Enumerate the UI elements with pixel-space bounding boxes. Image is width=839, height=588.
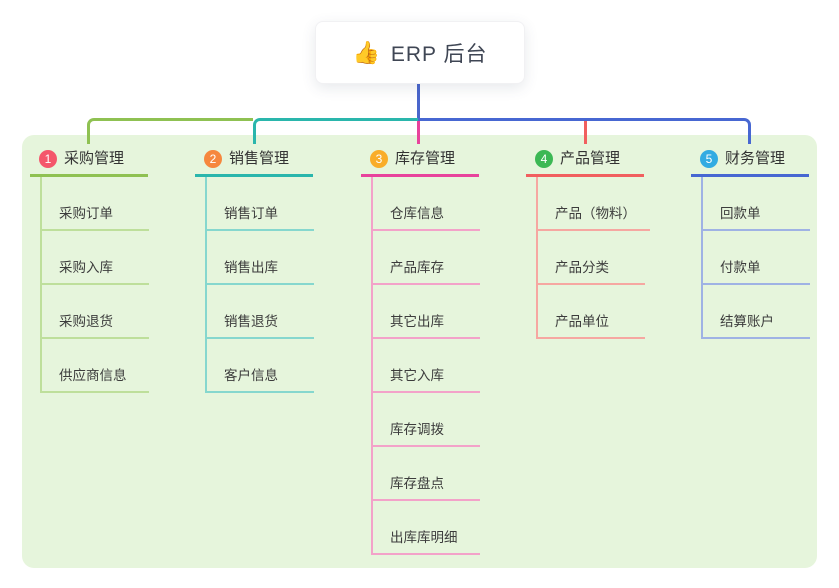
branch-product-header[interactable]: 4 产品管理 bbox=[526, 149, 644, 177]
connector-branch-5 bbox=[418, 118, 751, 144]
node-product-material[interactable]: 产品（物料） bbox=[538, 177, 650, 231]
node-purchase-order[interactable]: 采购订单 bbox=[42, 177, 149, 231]
branch-product-items: 产品（物料） 产品分类 产品单位 bbox=[536, 177, 650, 339]
connector-branch-1 bbox=[87, 118, 253, 144]
branch-finance-items: 回款单 付款单 结算账户 bbox=[701, 177, 810, 339]
node-supplier-info[interactable]: 供应商信息 bbox=[42, 339, 149, 393]
branch-sales: 2 销售管理 销售订单 销售出库 销售退货 客户信息 bbox=[195, 149, 314, 393]
node-purchase-return[interactable]: 采购退货 bbox=[42, 285, 149, 339]
node-sales-outbound[interactable]: 销售出库 bbox=[207, 231, 314, 285]
badge-3-icon: 3 bbox=[370, 150, 388, 168]
badge-1-icon: 1 bbox=[39, 150, 57, 168]
branch-inventory-items: 仓库信息 产品库存 其它出库 其它入库 库存调拨 库存盘点 出库库明细 bbox=[371, 177, 480, 555]
node-payment-bill[interactable]: 付款单 bbox=[703, 231, 810, 285]
node-product-category[interactable]: 产品分类 bbox=[538, 231, 645, 285]
node-other-inbound[interactable]: 其它入库 bbox=[373, 339, 480, 393]
connector-branch-3 bbox=[417, 121, 420, 144]
branch-sales-header[interactable]: 2 销售管理 bbox=[195, 149, 313, 177]
connector-branch-2 bbox=[253, 118, 418, 144]
connector-branch-4 bbox=[584, 121, 587, 144]
node-product-stock[interactable]: 产品库存 bbox=[373, 231, 480, 285]
branch-purchase-items: 采购订单 采购入库 采购退货 供应商信息 bbox=[40, 177, 149, 393]
branch-purchase-label: 采购管理 bbox=[64, 150, 125, 167]
node-stock-transfer[interactable]: 库存调拨 bbox=[373, 393, 480, 447]
branch-finance-header[interactable]: 5 财务管理 bbox=[691, 149, 809, 177]
branch-finance: 5 财务管理 回款单 付款单 结算账户 bbox=[691, 149, 810, 339]
node-sales-order[interactable]: 销售订单 bbox=[207, 177, 314, 231]
node-stock-check[interactable]: 库存盘点 bbox=[373, 447, 480, 501]
branch-inventory-header[interactable]: 3 库存管理 bbox=[361, 149, 479, 177]
branch-purchase-header[interactable]: 1 采购管理 bbox=[30, 149, 148, 177]
branch-purchase: 1 采购管理 采购订单 采购入库 采购退货 供应商信息 bbox=[30, 149, 149, 393]
node-receipt-bill[interactable]: 回款单 bbox=[703, 177, 810, 231]
node-sales-return[interactable]: 销售退货 bbox=[207, 285, 314, 339]
root-title: ERP 后台 bbox=[390, 42, 488, 66]
badge-5-icon: 5 bbox=[700, 150, 718, 168]
node-outbound-detail[interactable]: 出库库明细 bbox=[373, 501, 480, 555]
node-purchase-inbound[interactable]: 采购入库 bbox=[42, 231, 149, 285]
node-settlement-account[interactable]: 结算账户 bbox=[703, 285, 810, 339]
root-connector-line bbox=[417, 82, 420, 119]
branch-product: 4 产品管理 产品（物料） 产品分类 产品单位 bbox=[526, 149, 650, 339]
node-product-unit[interactable]: 产品单位 bbox=[538, 285, 645, 339]
branch-sales-items: 销售订单 销售出库 销售退货 客户信息 bbox=[205, 177, 314, 393]
branch-product-label: 产品管理 bbox=[560, 150, 621, 167]
branch-finance-label: 财务管理 bbox=[725, 150, 786, 167]
branch-inventory-label: 库存管理 bbox=[395, 150, 456, 167]
badge-4-icon: 4 bbox=[535, 150, 553, 168]
thumbs-up-icon: 👍 bbox=[352, 39, 381, 65]
badge-2-icon: 2 bbox=[204, 150, 222, 168]
node-other-outbound[interactable]: 其它出库 bbox=[373, 285, 480, 339]
node-warehouse-info[interactable]: 仓库信息 bbox=[373, 177, 480, 231]
root-node[interactable]: 👍 ERP 后台 bbox=[315, 21, 525, 84]
branches-panel bbox=[22, 135, 817, 568]
node-customer-info[interactable]: 客户信息 bbox=[207, 339, 314, 393]
branch-sales-label: 销售管理 bbox=[229, 150, 290, 167]
branch-inventory: 3 库存管理 仓库信息 产品库存 其它出库 其它入库 库存调拨 库存盘点 出库库… bbox=[361, 149, 480, 555]
